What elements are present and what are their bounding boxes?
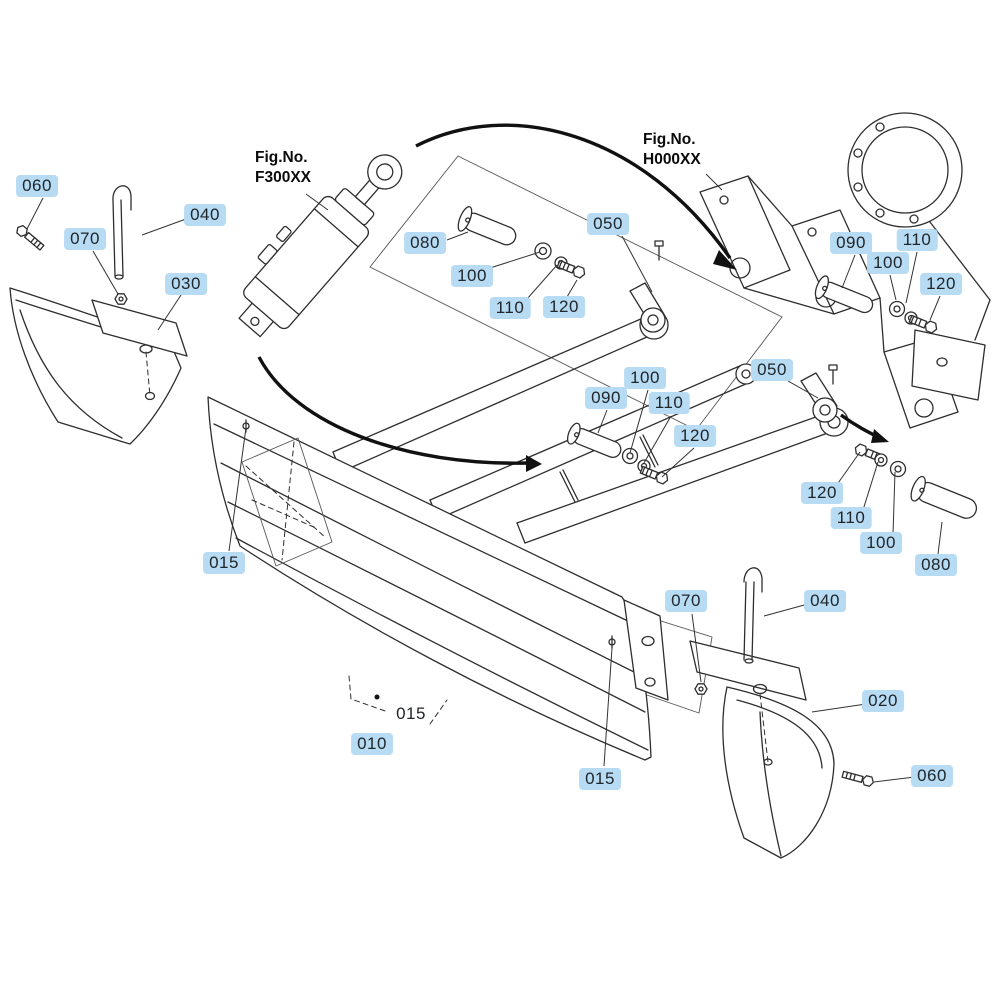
- part-callout-120-17[interactable]: 120: [674, 425, 716, 447]
- part-callout-050-8[interactable]: 050: [587, 213, 629, 235]
- reference-dashes: [348, 675, 448, 725]
- part-callout-100-5[interactable]: 100: [451, 265, 493, 287]
- washer-lower-100: [889, 460, 907, 478]
- leader-lines: [26, 173, 943, 783]
- part-callout-015-28[interactable]: 015: [579, 768, 621, 790]
- bolt-left: [16, 224, 45, 251]
- lynch-pin-bottom: [743, 567, 763, 664]
- part-callout-040-2[interactable]: 040: [184, 204, 226, 226]
- nut-left: [114, 293, 128, 305]
- part-callout-070-23[interactable]: 070: [665, 590, 707, 612]
- part-callout-060-29[interactable]: 060: [911, 765, 953, 787]
- corner-blade-left: [9, 287, 188, 445]
- fig-ref-h000-code: H000XX: [643, 151, 701, 169]
- part-callout-120-18[interactable]: 120: [801, 482, 843, 504]
- part-callout-080-21[interactable]: 080: [915, 554, 957, 576]
- part-callout-040-24[interactable]: 040: [804, 590, 846, 612]
- install-arrows: [257, 123, 889, 472]
- part-callout-120-12[interactable]: 120: [920, 273, 962, 295]
- bolt-middle-120: [639, 465, 669, 485]
- part-callout-110-10[interactable]: 110: [896, 229, 938, 251]
- part-callout-090-9[interactable]: 090: [830, 232, 872, 254]
- frame-panel-lines: [369, 155, 783, 714]
- part-callout-060-0[interactable]: 060: [16, 175, 58, 197]
- blade-endplate-projection: [241, 437, 333, 567]
- pivot-pin-right: [814, 275, 874, 314]
- lynch-pin-left: [112, 185, 132, 280]
- corner-skid-right: [689, 640, 835, 859]
- fig-ref-h000: Fig.No. H000XX: [643, 130, 701, 170]
- part-callout-110-16[interactable]: 110: [648, 392, 690, 414]
- fig-ref-h000-label: Fig.No.: [643, 131, 696, 148]
- part-callout-070-1[interactable]: 070: [64, 228, 106, 250]
- link-middle-050: [800, 364, 838, 423]
- nut-bottom: [694, 683, 708, 695]
- pivot-pin-top: [457, 206, 517, 246]
- fig-ref-f300: Fig.No. F300XX: [255, 148, 311, 188]
- part-callout-110-6[interactable]: 110: [489, 297, 531, 319]
- washer-top-100: [534, 242, 552, 260]
- main-blade: [207, 396, 669, 761]
- washer-middle-100: [621, 447, 639, 465]
- part-callout-120-7[interactable]: 120: [543, 296, 585, 318]
- part-callout-050-13[interactable]: 050: [751, 359, 793, 381]
- fig-ref-f300-code: F300XX: [255, 169, 312, 187]
- link-top-050: [629, 240, 666, 333]
- pivot-pin-lower: [910, 475, 978, 519]
- part-callout-100-20[interactable]: 100: [860, 532, 902, 554]
- part-callout-015-22[interactable]: 015: [203, 552, 245, 574]
- bolt-right-120: [908, 314, 938, 334]
- pivot-pin-middle: [566, 422, 622, 459]
- washer-right-100: [888, 300, 906, 318]
- bolt-bottom: [841, 770, 874, 787]
- hydraulic-cylinder: [238, 154, 403, 338]
- part-callout-100-14[interactable]: 100: [624, 367, 666, 389]
- part-callout-030-3[interactable]: 030: [165, 273, 207, 295]
- fig-ref-f300-label: Fig.No.: [255, 149, 308, 166]
- tractor-frame: [699, 112, 991, 429]
- part-callout-080-4[interactable]: 080: [404, 232, 446, 254]
- part-callout-015-26: 015: [396, 704, 426, 723]
- part-callout-020-25[interactable]: 020: [862, 690, 904, 712]
- part-callout-110-19[interactable]: 110: [830, 507, 872, 529]
- part-callout-100-11[interactable]: 100: [867, 252, 909, 274]
- part-callout-090-15[interactable]: 090: [585, 387, 627, 409]
- part-callout-010-27[interactable]: 010: [351, 733, 393, 755]
- bolt-top-120: [556, 259, 586, 279]
